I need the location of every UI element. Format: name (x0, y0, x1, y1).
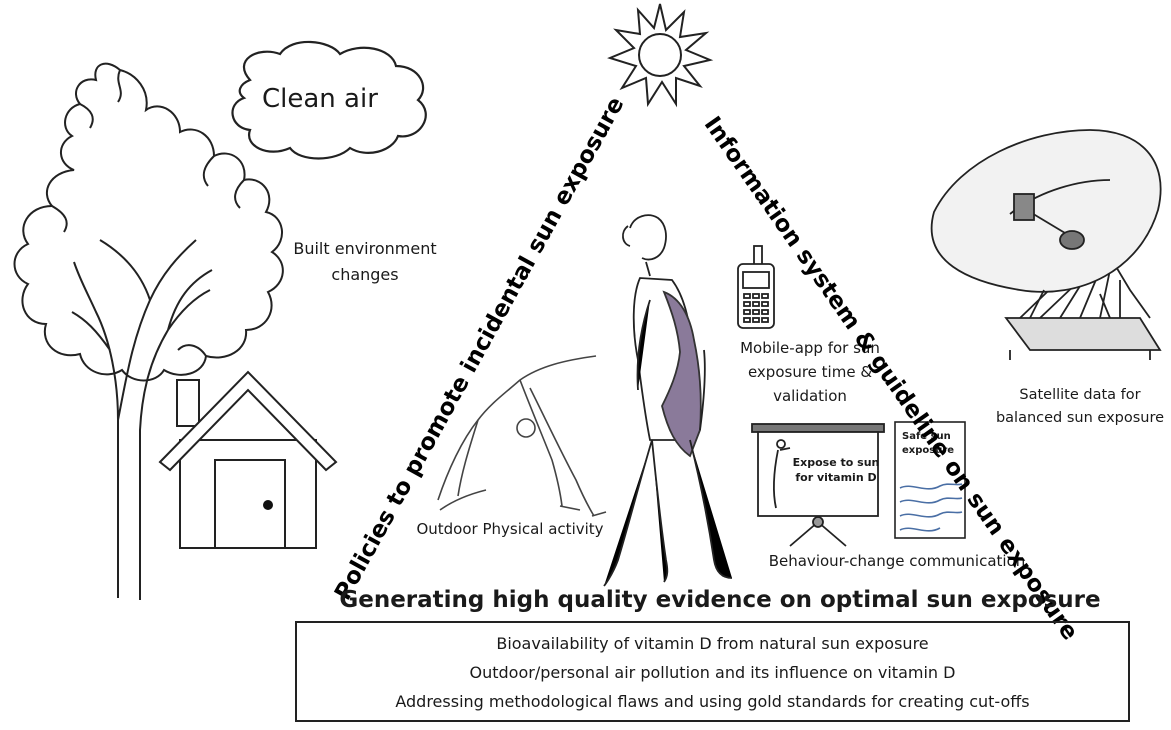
behaviour-change-label: Behaviour-change communication (768, 552, 1026, 570)
clean-air-label: Clean air (262, 84, 378, 114)
sun-icon (607, 3, 714, 108)
cloud-icon (231, 40, 427, 160)
leaflet-icon (894, 421, 966, 539)
evidence-item: Outdoor/personal air pollution and its i… (469, 663, 956, 682)
presentation-board-icon (751, 423, 885, 547)
satellite-label: Satellite data for balanced sun exposure (995, 387, 1165, 426)
leaflet-text: Safe sun exposure (902, 431, 955, 456)
built-environment-label: Built environment changes (293, 239, 437, 284)
woman-figure-icon (603, 214, 733, 587)
board-text: Expose to sun for vitamin D (792, 456, 880, 484)
mobile-app-label: Mobile-app for sun exposure time & valid… (740, 339, 880, 405)
satellite-dish-icon (930, 129, 1162, 360)
house-icon (158, 370, 338, 549)
tree-icon (13, 62, 284, 600)
evidence-item: Bioavailability of vitamin D from natura… (496, 634, 929, 653)
evidence-item: Addressing methodological flaws and usin… (395, 692, 1030, 711)
triangle-bottom-label: Generating high quality evidence on opti… (339, 587, 1101, 613)
yoga-figure-icon (437, 355, 607, 517)
outdoor-activity-label: Outdoor Physical activity (416, 520, 604, 538)
evidence-box: Bioavailability of vitamin D from natura… (295, 621, 1130, 722)
mobile-phone-icon (737, 245, 775, 329)
